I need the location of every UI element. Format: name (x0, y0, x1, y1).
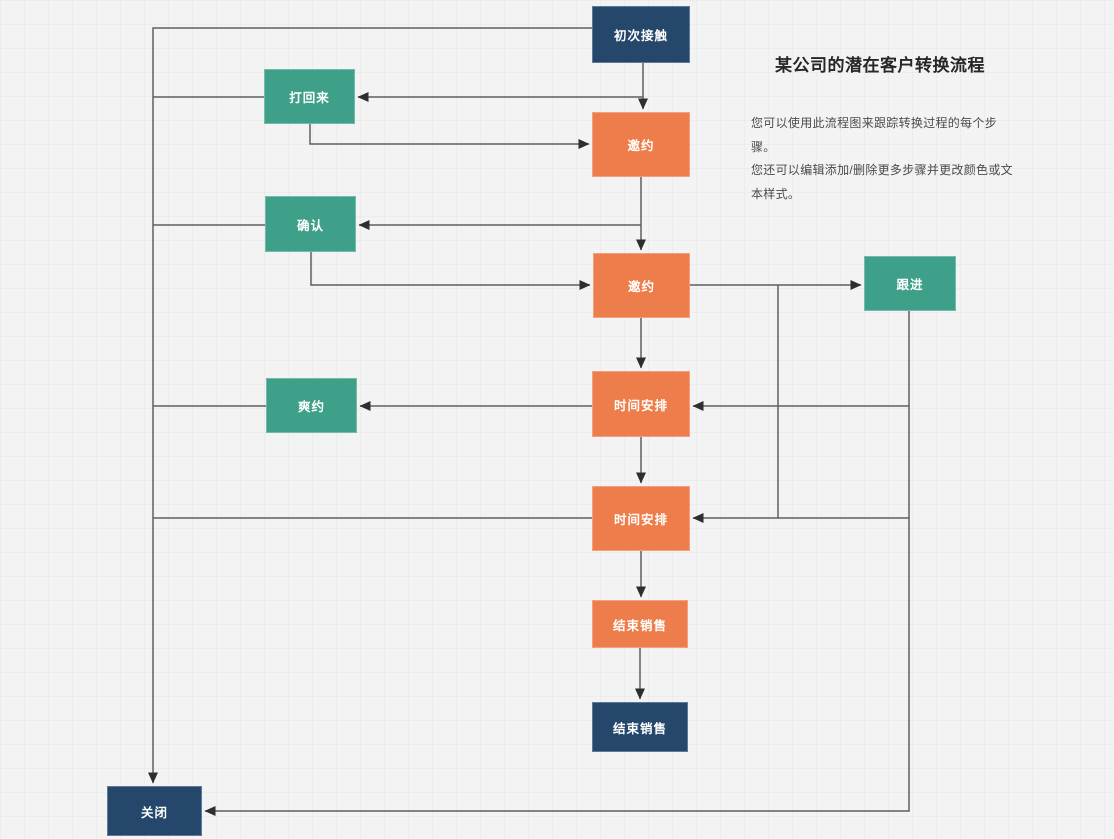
flow-node-first-contact[interactable]: 初次接触 (592, 6, 690, 63)
flow-node-confirm[interactable]: 确认 (265, 196, 356, 252)
node-label: 关闭 (140, 805, 168, 820)
node-label: 结束销售 (612, 618, 667, 633)
flow-node-call-back[interactable]: 打回来 (264, 69, 355, 124)
diagram-description: 您可以使用此流程图来跟踪转换过程的每个步骤。 您还可以编辑添加/删除更多步骤并更… (751, 112, 1021, 206)
node-label: 爽约 (297, 400, 325, 414)
flow-node-close[interactable]: 关闭 (107, 786, 202, 836)
node-label: 邀约 (627, 280, 655, 294)
node-label: 初次接触 (613, 29, 668, 43)
flow-node-no-show[interactable]: 爽约 (266, 378, 357, 433)
flow-node-close-sale-2[interactable]: 结束销售 (592, 702, 688, 752)
node-label: 时间安排 (613, 513, 668, 527)
flow-node-invite-2[interactable]: 邀约 (593, 253, 690, 318)
diagram-title: 某公司的潜在客户转换流程 (775, 56, 985, 75)
description-line-3: 本样式。 (751, 186, 801, 201)
flow-edge-call-back-to-invite-1 (309, 124, 590, 149)
node-label: 确认 (296, 218, 324, 233)
node-label: 跟进 (896, 278, 924, 292)
node-label: 时间安排 (613, 398, 668, 413)
flow-edge-confirm-to-invite-2 (310, 252, 591, 290)
description-line-1: 您可以使用此流程图来跟踪转换过程的每个步骤。 (751, 116, 998, 154)
node-label: 打回来 (289, 91, 330, 105)
node-label: 邀约 (627, 139, 655, 153)
flow-node-schedule-2[interactable]: 时间安排 (592, 486, 690, 551)
flow-node-schedule-1[interactable]: 时间安排 (592, 371, 690, 437)
flow-edge-follow-up-to-close (204, 311, 910, 816)
description-line-2: 您还可以编辑添加/删除更多步骤并更改颜色或文 (751, 163, 1013, 177)
flow-node-invite-1[interactable]: 邀约 (592, 112, 690, 177)
flow-node-close-sale-1[interactable]: 结束销售 (592, 600, 688, 648)
node-label: 结束销售 (612, 721, 667, 736)
flow-node-follow-up[interactable]: 跟进 (864, 256, 956, 311)
flow-edge-first-contact-to-close (148, 27, 592, 784)
